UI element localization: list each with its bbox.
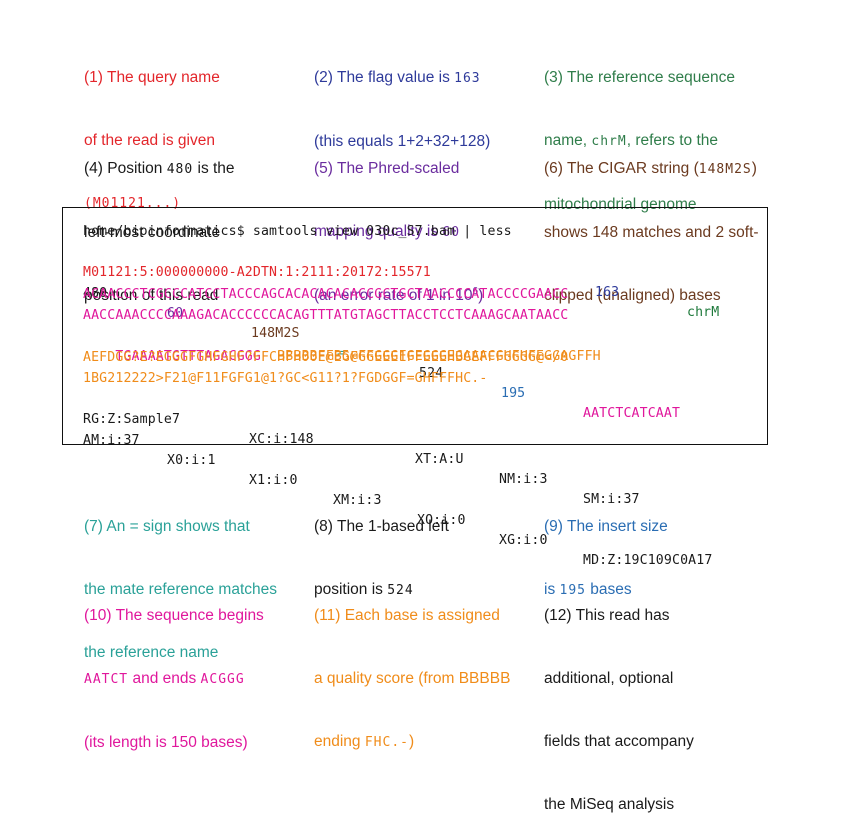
sam-qual-line-3: 1BG212222>F21@F11FGFG1@1?GC<G11?1?FGDGGF… [83, 371, 488, 386]
note-sequence-start: AATCT [84, 672, 129, 687]
sam-qual-line-2: AEFDGG?E?EGGGFGHFGHF?FFCHFH00E@EGFGGEEE1… [83, 350, 569, 365]
note-quality-value: FHC.- [364, 735, 409, 750]
note-optional-fields: (12) This read has additional, optional … [544, 563, 694, 836]
sam-pos: 480 [83, 286, 108, 301]
sam-rname: chrM [687, 305, 720, 320]
sam-line-2: 480 60 148M2S = 524 195 AATCTCATCAAT [83, 264, 743, 444]
note-position: (4) Position 480 is the left-most coordi… [84, 116, 235, 327]
sam-tag: X1:i:0 [249, 473, 298, 488]
sam-seq-line-3: TGAAAATGTTTAGACGGG [115, 349, 261, 364]
note-insert-size: (9) The insert size is 195 bases [544, 474, 668, 622]
note-mate-reference-line3: the reference name [84, 644, 219, 661]
note-query-name-line1: (1) The query name [84, 69, 220, 86]
note-reference-value: chrM [591, 134, 627, 149]
note-mate-position-line1: (8) The 1-based left [314, 518, 449, 535]
note-insert-size-value: 195 [559, 583, 586, 598]
note-sequence-end: ACGGG [200, 672, 245, 687]
note-position-line1a: (4) Position [84, 160, 167, 177]
note-optional-fields-line4: the MiSeq analysis [544, 796, 675, 813]
sam-tags-line-2: AM:i:37 X0:i:1 X1:i:0 XM:i:3 XO:i:0 XG:i… [83, 411, 753, 591]
note-mapq-line2a: mapping quality is [314, 223, 443, 240]
sam-flag: 163 [595, 285, 620, 300]
sam-line-1: M01121:5:000000000-A2DTN:1:2111:20172:15… [83, 243, 719, 343]
note-mapq: (5) The Phred-scaled mapping quality is … [314, 116, 483, 327]
note-quality-line2: a quality score (from BBBBB [314, 670, 511, 687]
sam-qname: M01121:5:000000000-A2DTN:1:2111:20172:15… [83, 265, 431, 280]
note-flag-line1: (2) The flag value is [314, 69, 455, 86]
note-flag: (2) The flag value is 163 (this equals 1… [314, 25, 490, 173]
note-mate-reference-line1: (7) An = sign shows that [84, 518, 250, 535]
note-mate-reference: (7) An = sign shows that the mate refere… [84, 474, 277, 684]
note-sequence-line3: (its length is 150 bases) [84, 734, 248, 751]
note-reference-line1: (3) The reference sequence [544, 69, 735, 86]
note-mate-reference-line2: the mate reference matches [84, 581, 277, 598]
sam-seq-line-2: AACCAAACCCCAAAGACACCCCCCACAGTTTATGTAGCTT… [83, 308, 569, 323]
sam-seq-start: AATCTCATCAAT [583, 406, 681, 421]
sam-pnext: 524 [419, 366, 444, 381]
sam-tag: NM:i:3 [499, 472, 548, 487]
sam-tag: RG:Z:Sample7 [83, 412, 181, 427]
sam-mapq: 60 [167, 306, 184, 321]
sam-qual-line-1: BBBBBFFB5@FFGGGFGEGGGEGAAACGHFHFEGGAGFFH [277, 349, 601, 364]
sam-tag: XG:i:0 [499, 533, 548, 548]
sam-tag: X0:i:1 [167, 453, 216, 468]
note-position-value: 480 [166, 162, 194, 177]
note-cigar-value: 148M2S [698, 162, 752, 177]
note-reference: (3) The reference sequence name, chrM, r… [544, 25, 735, 236]
note-position-line2: left-most coordinate [84, 224, 221, 241]
sam-tag: XT:A:U [415, 452, 464, 467]
sam-tag: XC:i:148 [249, 432, 314, 447]
note-sequence-line1: (10) The sequence begins [84, 607, 264, 624]
note-insert-size-line2b: bases [585, 581, 632, 598]
sam-cigar: 148M2S [251, 326, 300, 341]
sam-tlen: 195 [501, 386, 526, 401]
sam-tag: SM:i:37 [583, 492, 640, 507]
note-mapq-value: 60 [442, 225, 461, 240]
note-mapq-line3a: (an error rate of 1 in 10 [314, 287, 473, 304]
note-query-name-line2: of the read is given [84, 132, 215, 149]
sam-seq-line-1: ACAACCCTCGCCCATCCTACCCAGCACACACACACCGCTG… [83, 287, 569, 302]
sam-tag: MD:Z:19C109C0A17 [583, 553, 713, 568]
note-insert-size-line1: (9) The insert size [544, 518, 668, 535]
note-position-line1b: is the [193, 160, 235, 177]
note-optional-fields-line3: fields that accompany [544, 733, 694, 750]
sam-tag: XO:i:0 [417, 513, 466, 528]
note-optional-fields-line1: (12) This read has [544, 607, 670, 624]
note-mate-position: (8) The 1-based left position is 524 [314, 474, 449, 622]
terminal-command: home/bioinformatics$ samtools view 030c_… [83, 224, 512, 239]
sam-tag: AM:i:37 [83, 433, 140, 448]
note-cigar-line3: clipped (unaligned) bases [544, 287, 721, 304]
note-quality-line3b: ) [409, 733, 415, 750]
note-cigar-line1a: (6) The CIGAR string ( [544, 160, 699, 177]
note-reference-line3: mitochondrial genome [544, 196, 697, 213]
note-flag-line2: (this equals 1+2+32+128) [314, 133, 491, 150]
sam-rnext: = [337, 346, 346, 361]
note-quality-line1: (11) Each base is assigned [314, 607, 500, 624]
note-cigar: (6) The CIGAR string (148M2S) shows 148 … [544, 116, 759, 327]
sam-tags-line-1: RG:Z:Sample7 XC:i:148 XT:A:U NM:i:3 SM:i… [83, 390, 743, 530]
note-quality-line3a: ending [314, 733, 365, 750]
note-mate-position-value: 524 [387, 583, 414, 598]
note-insert-size-line2a: is [544, 581, 560, 598]
note-reference-line2b: , refers to the [626, 132, 719, 149]
note-mapq-line1: (5) The Phred-scaled [314, 160, 460, 177]
note-optional-fields-line2: additional, optional [544, 670, 674, 687]
note-flag-value: 163 [454, 71, 481, 86]
sam-tag: XM:i:3 [333, 493, 382, 508]
note-sequence-line2: and ends [128, 670, 201, 687]
sam-seq-qual-line: TGAAAATGTTTAGACGGG BBBBBFFB5@FFGGGFGEGGG… [83, 327, 601, 387]
note-mapq-line3b: ) [478, 287, 484, 304]
terminal-output: home/bioinformatics$ samtools view 030c_… [62, 207, 768, 568]
note-mate-position-line2a: position is [314, 581, 388, 598]
note-cigar-line2: shows 148 matches and 2 soft- [544, 224, 759, 241]
note-mapq-exponent: 6 [472, 285, 479, 297]
note-reference-line2a: name, [544, 132, 592, 149]
note-cigar-line1b: ) [751, 160, 757, 177]
note-position-line3: position of this read [84, 287, 219, 304]
